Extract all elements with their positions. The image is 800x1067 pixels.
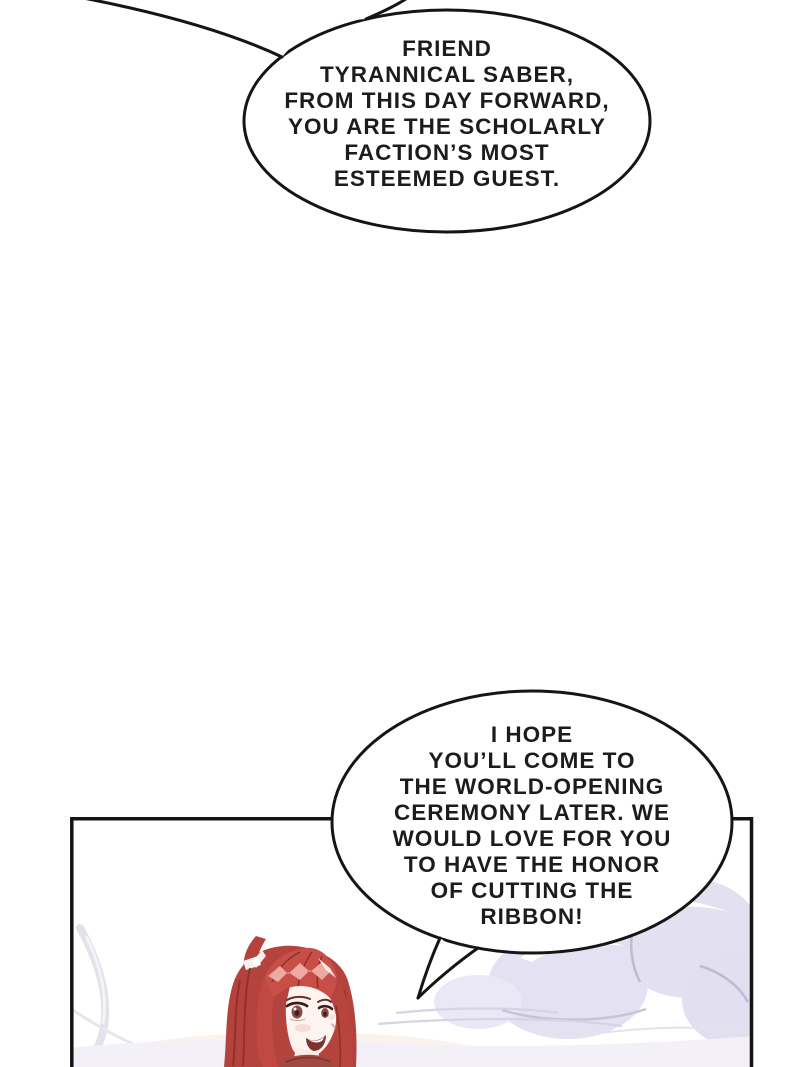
bubble-tail <box>416 936 442 1000</box>
left-strand <box>256 976 278 1067</box>
dialogue-top: FRIEND TYRANNICAL SABER, FROM THIS DAY F… <box>284 36 610 191</box>
mouth <box>306 1035 326 1051</box>
eyes <box>285 1001 334 1022</box>
character-red-haired-woman <box>224 936 357 1067</box>
bangs <box>260 947 337 1012</box>
collar <box>280 1054 334 1067</box>
hair-highlight <box>268 962 330 982</box>
speech-bubble-bottom <box>330 689 734 1000</box>
cloud-streak <box>395 1007 559 1015</box>
speech-bubble-top <box>85 0 652 234</box>
eyebrows <box>286 995 332 1003</box>
dialogue-bottom: I HOPE YOU’LL COME TO THE WORLD-OPENING … <box>392 722 672 929</box>
blush <box>295 1024 311 1032</box>
nose <box>331 1023 336 1029</box>
bubble-tail <box>85 0 284 59</box>
right-strand <box>330 984 353 1067</box>
